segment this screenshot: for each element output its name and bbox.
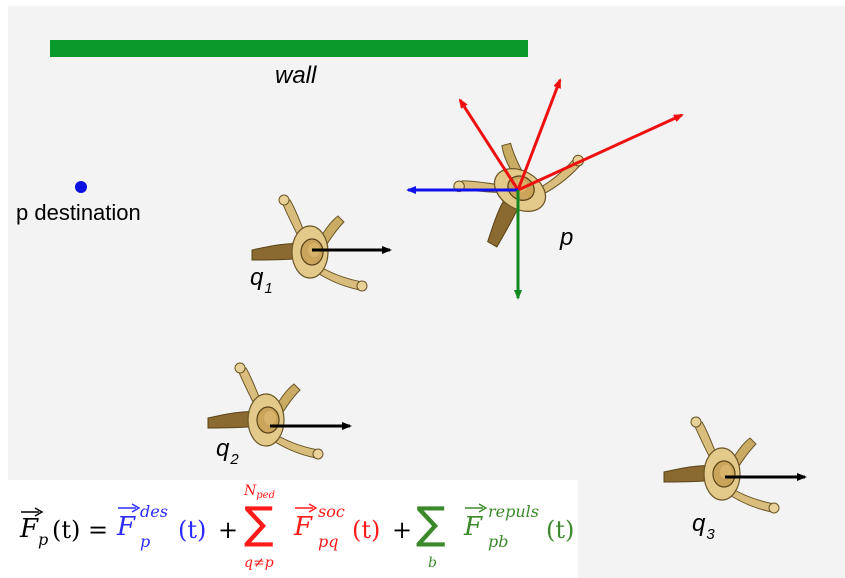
soc-symbol: F (294, 512, 313, 542)
q3-index: 3 (706, 526, 715, 543)
pedestrian-q3-label: q3 (692, 510, 715, 543)
plus-sign-1: + (218, 516, 239, 544)
q1-index: 1 (264, 280, 273, 297)
social-force-arrow-2 (516, 78, 562, 191)
rep-subscript: pb (488, 532, 509, 551)
pedestrian-q2-label: q2 (216, 435, 239, 468)
soc-subscript: pq (318, 532, 339, 551)
q1-letter: q (250, 264, 264, 291)
soc-argument: (t) (352, 516, 381, 544)
destination-dot (75, 181, 87, 193)
lhs-subscript: p (38, 530, 49, 549)
q2-index: 2 (230, 451, 239, 468)
social-force-formula: F p (t) = F des p (t) + Nped ∑ q≠p F soc… (8, 480, 578, 578)
q2-letter: q (216, 435, 230, 462)
rep-vector-arrow-icon (465, 503, 488, 513)
sum1-upper-subscript: ped (256, 490, 275, 501)
soc-superscript: soc (318, 502, 345, 521)
sum1-upper-symbol: Nped (244, 483, 275, 501)
social-force-arrow-3 (517, 113, 684, 192)
soc-vector-arrow-icon (295, 503, 318, 513)
rep-argument: (t) (546, 516, 575, 544)
sum2-sigma-icon: ∑ (416, 498, 446, 549)
wall-bar (50, 40, 528, 57)
wall-label: wall (275, 62, 317, 89)
sum2-lower-index: b (428, 555, 437, 571)
rep-superscript: repuls (488, 502, 539, 521)
sum1-lower-index: q≠p (244, 555, 274, 571)
sum1-upper-letter: N (244, 483, 257, 499)
des-superscript: des (140, 502, 168, 521)
plus-sign-2: + (392, 516, 413, 544)
lhs-argument: (t) = (52, 516, 109, 544)
social-force-arrow-1 (458, 98, 520, 191)
lhs-symbol: F (20, 514, 39, 544)
q3-letter: q (692, 510, 706, 537)
rep-symbol: F (464, 512, 483, 542)
lhs-vector-arrow-icon (21, 507, 44, 517)
des-argument: (t) (178, 516, 207, 544)
pedestrian-p-label: p (560, 224, 574, 251)
sum1-sigma-icon: ∑ (244, 498, 274, 549)
des-symbol: F (117, 512, 136, 542)
pedestrian-q1-label: q1 (250, 264, 273, 297)
destination-label: p destination (16, 200, 141, 225)
des-vector-arrow-icon (118, 503, 141, 513)
des-subscript: p (140, 532, 151, 551)
